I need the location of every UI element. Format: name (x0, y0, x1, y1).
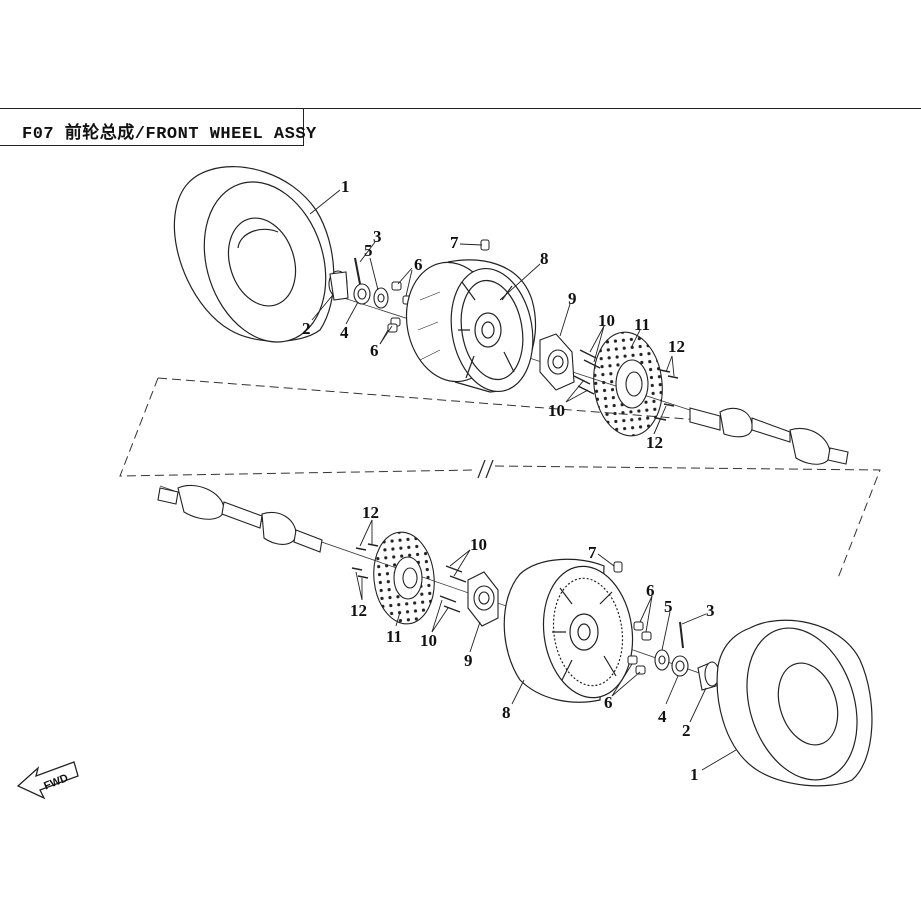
callout-upper-4: 4 (340, 323, 349, 342)
dashed-connector (119, 377, 881, 579)
callout-upper-10b: 10 (548, 401, 565, 420)
callout-lower-12a: 12 (362, 503, 379, 522)
title-box: F07 前轮总成/FRONT WHEEL ASSY (0, 108, 316, 146)
callout-lower-7: 7 (588, 543, 597, 562)
callout-upper-12b: 12 (646, 433, 663, 452)
callout-lower-12b: 12 (350, 601, 367, 620)
lower-rim (503, 558, 634, 703)
callout-lower-3: 3 (706, 601, 715, 620)
fwd-arrow-icon: FWD (16, 761, 79, 800)
callout-upper-6a: 6 (414, 255, 423, 274)
callout-lower-2: 2 (682, 721, 691, 740)
callout-lower-10b: 10 (420, 631, 437, 650)
callout-labels-lower: 1 2 3 4 5 6 6 7 8 9 10 10 11 12 12 (350, 503, 715, 784)
lower-castle-nut (671, 655, 689, 677)
callout-upper-7: 7 (450, 233, 459, 252)
upper-cotter-pin (354, 257, 361, 285)
upper-disc-bolts (655, 369, 679, 421)
lower-disc-bolts (351, 543, 379, 579)
upper-drive-shaft (689, 407, 849, 465)
lower-hub (467, 571, 499, 627)
callout-upper-2: 2 (302, 319, 311, 338)
page-title: F07 前轮总成/FRONT WHEEL ASSY (22, 125, 317, 144)
callout-upper-1: 1 (341, 177, 350, 196)
callout-upper-10a: 10 (598, 311, 615, 330)
lower-cotter-pin (679, 621, 684, 649)
lower-lug-nuts (627, 621, 652, 675)
lower-hub-cap (697, 661, 720, 691)
callout-upper-12a: 12 (668, 337, 685, 356)
upper-valve (480, 239, 490, 251)
upper-castle-nut (353, 283, 371, 305)
callout-upper-8: 8 (540, 249, 549, 268)
lower-drive-shaft (157, 484, 323, 553)
callout-lower-8: 8 (502, 703, 511, 722)
callout-upper-5: 5 (364, 241, 373, 260)
upper-assembly (173, 166, 849, 465)
callout-lower-1: 1 (690, 765, 699, 784)
callout-lower-9: 9 (464, 651, 473, 670)
callout-lower-10a: 10 (470, 535, 487, 554)
callout-lower-11: 11 (386, 627, 402, 646)
lower-washer (654, 649, 670, 671)
upper-washer (373, 287, 389, 309)
lower-valve (613, 561, 623, 573)
callout-lower-4: 4 (658, 707, 667, 726)
callout-lower-6b: 6 (604, 693, 613, 712)
upper-tire (173, 166, 335, 343)
upper-rim (405, 259, 537, 393)
upper-brake-disc (593, 331, 663, 437)
callout-upper-3: 3 (373, 227, 382, 246)
lower-tire (716, 619, 873, 787)
callout-lower-6a: 6 (646, 581, 655, 600)
callout-lower-5: 5 (664, 597, 673, 616)
upper-hub (539, 333, 575, 391)
callout-labels-upper: 1 2 3 4 5 6 6 7 8 9 10 10 11 12 12 (302, 177, 685, 452)
leader-lines (309, 189, 737, 771)
lower-hub-bolts (439, 565, 467, 613)
upper-hub-cap (328, 270, 349, 301)
callout-upper-11: 11 (634, 315, 650, 334)
callout-upper-6b: 6 (370, 341, 379, 360)
lower-brake-disc (373, 531, 435, 625)
callout-upper-9: 9 (568, 289, 577, 308)
break-mark (477, 459, 494, 479)
header-rule (0, 108, 921, 109)
lower-assembly (157, 484, 873, 787)
